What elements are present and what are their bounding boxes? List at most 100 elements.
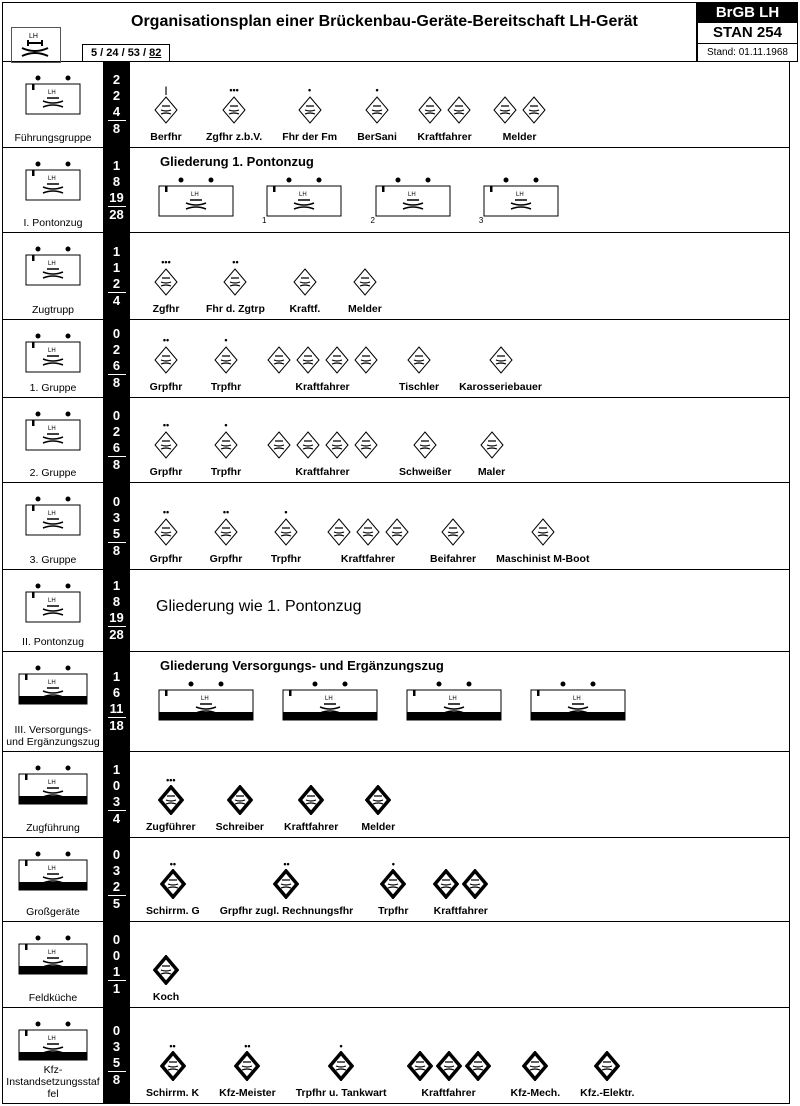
soldier-icon <box>385 518 409 546</box>
strength-count: 8 <box>112 375 121 390</box>
personnel-item: Tischler <box>399 336 439 393</box>
personnel-item: •Fhr der Fm <box>282 86 337 144</box>
strength-count: 4 <box>112 292 121 308</box>
section-title: Gliederung 1. Pontonzug <box>160 154 314 169</box>
unit-name: Kfz-Instandsetzungsstaffel <box>6 1064 100 1100</box>
personnel-label: Grpfhr <box>209 553 243 565</box>
unit-symbol-icon: LH <box>25 410 81 459</box>
personnel-label: Schweißer <box>399 466 452 478</box>
personnel-label: Kraftfahrer <box>295 466 350 478</box>
personnel-label: Fhr d. Zgtrp <box>206 303 265 315</box>
personnel-item: Maschinist M-Boot <box>496 508 589 565</box>
personnel-label: Schirrm. G <box>146 905 200 917</box>
soldier-icon <box>493 96 517 124</box>
rank-marker: ••• <box>166 775 176 785</box>
rank-marker: • <box>391 859 395 869</box>
personnel-item: Melder <box>345 258 385 315</box>
svg-text:LH: LH <box>449 696 457 702</box>
personnel-label: Tischler <box>399 381 440 393</box>
strength-count: 3 <box>107 794 126 811</box>
strength-count: 5 <box>107 526 126 543</box>
soldier-icon <box>154 346 178 374</box>
svg-text:LH: LH <box>48 598 56 604</box>
svg-text:LH: LH <box>408 192 416 198</box>
personnel-label: Koch <box>152 991 180 1003</box>
personnel-label: Melder <box>347 303 382 315</box>
strength-count: 0 <box>112 932 121 947</box>
personnel-item: •Trpfhr <box>266 508 306 566</box>
rank-marker: •• <box>222 507 230 517</box>
personnel-label: Berfhr <box>150 131 182 143</box>
soldier-icon <box>380 869 407 899</box>
unit-symbol-icon: LH <box>282 680 378 729</box>
strength-count: 8 <box>112 594 121 609</box>
personnel-label: Kfz-Mech. <box>510 1087 561 1099</box>
rank-marker: ••• <box>229 85 239 95</box>
soldier-icon <box>522 96 546 124</box>
personnel-item: Kraftfahrer <box>266 421 379 478</box>
svg-text:LH: LH <box>325 696 333 702</box>
soldier-icon <box>214 346 238 374</box>
soldier-icon <box>354 431 378 459</box>
personnel-label: Kfz-Meister <box>219 1087 276 1099</box>
personnel-label: Melder <box>361 821 396 833</box>
personnel-label: Schreiber <box>215 821 265 833</box>
unit-symbol-icon: LH <box>11 18 61 63</box>
personnel-item: Kraftfahrer <box>284 776 338 833</box>
svg-text:LH: LH <box>191 192 199 198</box>
svg-text:LH: LH <box>48 261 56 267</box>
personnel-label: Kraftfahrer <box>284 821 339 833</box>
personnel-item: •Trpfhr u. Tankwart <box>296 1041 387 1100</box>
unit-symbol-icon: LH <box>25 332 81 381</box>
strength-count: 6 <box>112 685 121 700</box>
soldier-icon <box>327 518 351 546</box>
subunit: LH <box>158 680 254 729</box>
svg-text:LH: LH <box>48 950 56 956</box>
soldier-icon <box>154 518 178 546</box>
badge-code: BrGB LH <box>698 3 797 23</box>
svg-text:LH: LH <box>48 511 56 517</box>
personnel-label: Maschinist M-Boot <box>496 553 590 565</box>
soldier-icon <box>154 431 178 459</box>
soldier-icon <box>154 96 178 124</box>
badge: BrGB LH STAN 254 Stand: 01.11.1968 <box>697 2 798 62</box>
personnel-label: Zgfhr <box>152 303 180 315</box>
rank-marker: • <box>339 1041 343 1051</box>
row-content: |Berfhr•••Zgfhr z.b.V.•Fhr der Fm•BerSan… <box>138 62 789 147</box>
personnel-item: •• Fhr d. Zgtrp <box>206 257 265 316</box>
strength-count: 2 <box>112 88 121 103</box>
strength-count: 5 <box>107 1055 126 1072</box>
soldier-icon <box>267 431 291 459</box>
subunit: LH <box>530 680 626 729</box>
soldier-icon <box>441 518 465 546</box>
personnel-item: •Trpfhr <box>206 421 246 479</box>
personnel-label: Beifahrer <box>430 553 477 565</box>
unit-symbol-icon: LH <box>375 176 451 225</box>
personnel-item: Kraftfahrer <box>266 336 379 393</box>
strength-count: 19 <box>107 610 126 627</box>
section-title: Gliederung Versorgungs- und Ergänzungszu… <box>160 658 444 673</box>
unit-symbol-icon: LH <box>18 764 88 813</box>
personnel-item: ••Grpfhr <box>146 421 186 479</box>
soldier-icon <box>522 1051 549 1081</box>
personnel-label: Trpfhr <box>210 466 242 478</box>
unit-name: 1. Gruppe <box>29 382 77 394</box>
unit-name: Zugführung <box>26 822 80 834</box>
rank-marker: •• <box>232 257 239 267</box>
